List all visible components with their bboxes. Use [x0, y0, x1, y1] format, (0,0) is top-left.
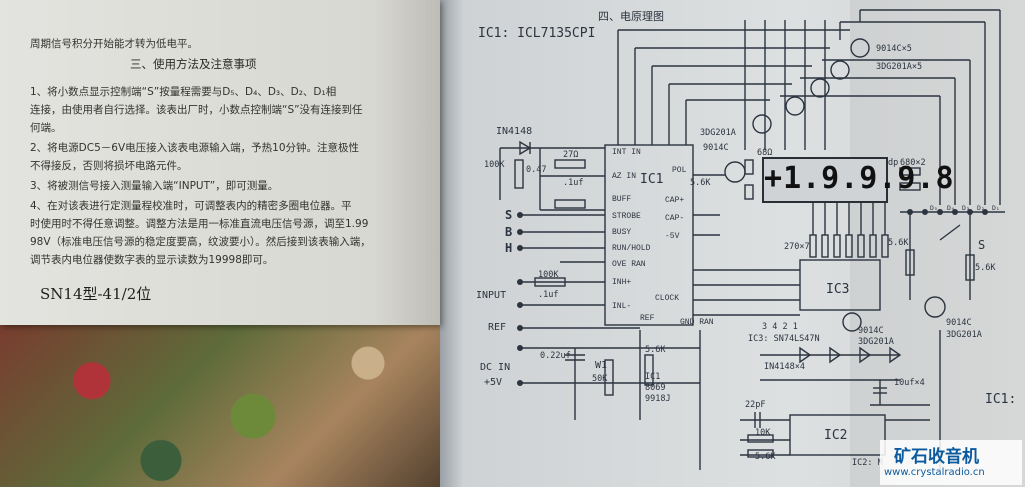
digit-label: D₄: [947, 204, 955, 212]
resistor-label: 68Ω: [757, 148, 773, 158]
capacitor-note: 10uf×4: [894, 378, 925, 388]
ic3-label: IC3: [826, 282, 850, 297]
dp-label: dp: [888, 158, 899, 168]
transistor-label: 3DG201A: [946, 330, 982, 340]
pin-label: CAP+: [665, 196, 685, 205]
pin-label: OVE RAN: [612, 260, 646, 269]
diode-label: IN4148: [496, 126, 533, 137]
resistor-label: 5.6K: [975, 263, 996, 273]
pin-label: POL: [672, 166, 687, 175]
watermark-title: 矿石收音机: [894, 447, 979, 467]
capacitor-label: 0.47: [526, 165, 547, 175]
page-edge: [850, 0, 1025, 487]
transistor-label: 3DG201A: [858, 337, 894, 347]
resistor-label: 27Ω: [563, 150, 579, 160]
resistor-label: 100K: [484, 160, 505, 170]
schematic-page: [440, 0, 1025, 487]
digit-label: D₂: [977, 204, 985, 212]
terminal-input: INPUT: [476, 290, 507, 301]
transistor-label: 9014C: [703, 143, 729, 153]
switch-s-label: S: [978, 238, 986, 252]
terminal-5v: +5V: [484, 377, 503, 388]
ic2-part: IC2: M: [852, 458, 883, 468]
pin-label: INT IN: [612, 148, 641, 157]
watermark-url[interactable]: www.crystalradio.cn: [884, 467, 985, 478]
pin-label: REF: [640, 314, 655, 323]
paragraph-line: 时使用时不得任意调整。调整方法是用一标准直流电压信号源，调至1.99: [30, 218, 369, 230]
intro-line: 周期信号积分开始能才转为低电平。: [30, 38, 198, 50]
paragraph-line: 连接，由使用者自行选择。该表出厂时，小数点控制端“S”没有连接到任: [30, 104, 363, 116]
capacitor-label: 22pF: [745, 400, 766, 410]
schematic-section-title: 四、电原理图: [598, 10, 664, 23]
transistor-label: 9014C: [946, 318, 972, 328]
pin-label: CLOCK: [655, 294, 680, 303]
paragraph-line: 何端。: [30, 122, 62, 134]
instructions-page: 周期信号积分开始能才转为低电平。 三、使用方法及注意事项 1、将小数点显示控制端…: [0, 0, 440, 325]
ic1-side-note: IC1:: [985, 392, 1017, 407]
terminal-b: B: [505, 225, 513, 239]
watermark: 矿石收音机 www.crystalradio.cn: [880, 440, 1022, 485]
resistor-label: 5.6K: [690, 178, 711, 188]
transistor-note: 3DG201A×5: [876, 62, 923, 72]
pin-label: AZ IN: [612, 172, 637, 181]
carpet-background: [0, 310, 460, 487]
ic1-label: IC1: [640, 172, 664, 187]
terminal-ref: REF: [488, 322, 507, 333]
ic2-label: IC2: [824, 428, 848, 443]
paragraph-line: 1、将小数点显示控制端“S”按量程需要与D₅、D₄、D₃、D₂、D₁相: [30, 86, 337, 98]
reference-ic-part: 9918J: [645, 394, 671, 404]
paragraph-line: 调节表内电位器使数字表的显示读数为19998即可。: [30, 254, 274, 266]
capacitor-label: .1uf: [563, 178, 584, 188]
display-sign: +: [764, 161, 784, 196]
paragraph-line: 2、将电源DC5－6V电压接入该表电源输入端，予热10分钟。注意极性: [30, 142, 360, 154]
pin-label: RUN/HOLD: [612, 244, 651, 253]
potentiometer-value: 50K: [592, 374, 608, 384]
potentiometer-label: W1: [595, 360, 608, 371]
pin-label: BUFF: [612, 195, 632, 204]
pin-label: BUSY: [612, 228, 632, 237]
pin-label: INL-: [612, 302, 632, 311]
section-title: 三、使用方法及注意事项: [130, 57, 257, 71]
resistor-label: 5.6K: [755, 452, 776, 462]
resistor-bank-label: 270×7: [784, 242, 810, 252]
paragraph-line: 4、在对该表进行定测量程校准时，可调整表内的精密多圈电位器。平: [30, 200, 352, 212]
resistor-label: 5.6K: [645, 345, 666, 355]
capacitor-label: .1uf: [538, 290, 559, 300]
digit-label: D₁: [992, 204, 1000, 212]
display-value: 1.9.9.9.8: [783, 161, 955, 196]
pin-label: INH+: [612, 278, 632, 287]
transistor-label: 3DG201A: [700, 128, 736, 138]
resistor-label: 5.6K: [888, 238, 909, 248]
transistor-label: 9014C: [858, 326, 884, 336]
resistor-label: 680×2: [900, 158, 926, 168]
capacitor-label: 0.22uf: [540, 351, 571, 361]
ic3-part: IC3: SN74LS47N: [748, 334, 820, 344]
lcd-display: +1.9.9.9.8: [762, 157, 954, 203]
digit-label: D₅: [930, 204, 938, 212]
model-label: SN14型-41/2位: [40, 285, 152, 303]
pin-label: GND RAN: [680, 318, 714, 327]
paragraph-line: 3、将被测信号接入测量输入端“INPUT”，即可测量。: [30, 180, 279, 192]
resistor-label: 10K: [755, 428, 771, 438]
terminal-h: H: [505, 241, 513, 255]
reference-ic-label: IC1: [645, 372, 661, 382]
paragraph-line: 98V（标准电压信号源的稳定度要高，纹波要小）。然后接到该表输入端，: [30, 236, 371, 248]
diode-note: IN4148×4: [764, 362, 805, 372]
terminal-dc-in: DC IN: [480, 362, 511, 373]
transistor-note: 9014C×5: [876, 44, 912, 54]
ic3-pins: 3 4 2 1: [762, 322, 798, 332]
paragraph-line: 不得接反，否则将损坏电路元件。: [30, 160, 188, 172]
ic1-title: IC1: ICL7135CPI: [478, 26, 596, 41]
digit-label: D₃: [962, 204, 970, 212]
pin-label: -5V: [665, 232, 680, 241]
terminal-s: S: [505, 208, 513, 222]
pin-label: STROBE: [612, 212, 641, 221]
resistor-label: 100K: [538, 270, 559, 280]
reference-ic-part: 8069: [645, 383, 666, 393]
pin-label: CAP-: [665, 214, 685, 223]
